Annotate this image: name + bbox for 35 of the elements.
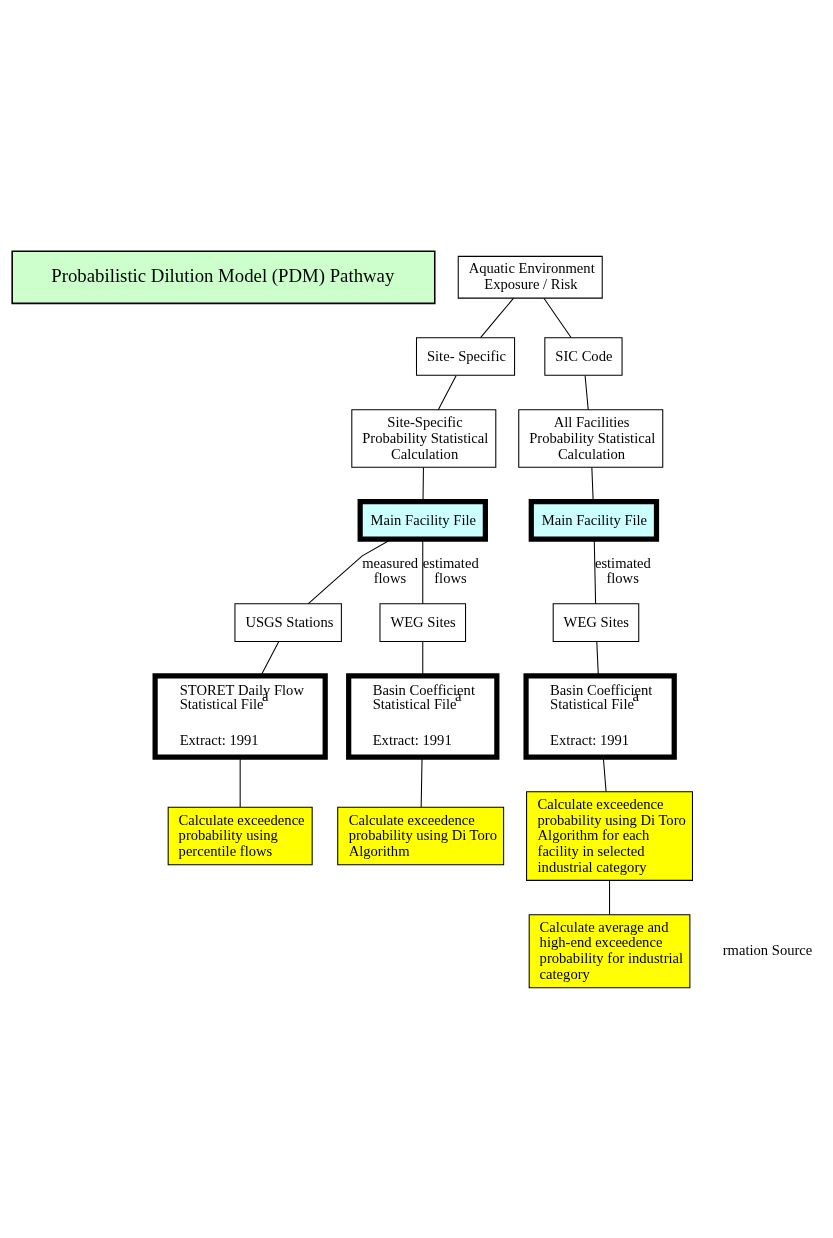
edge-label: measured flows [362, 554, 419, 586]
connector [591, 466, 594, 502]
connector [480, 297, 515, 338]
node-box: Probabilistic Dilution Model (PDM) Pathway [11, 249, 436, 304]
connector [596, 640, 599, 676]
node-box: SIC Code [544, 336, 623, 376]
node-box: Aquatic Environment Exposure / Risk [457, 255, 603, 299]
node-box: All Facilities Probability Statistical Calculation [518, 408, 664, 468]
edge-label: estimated flows [594, 554, 651, 586]
node-box: Main Facility File [528, 498, 660, 542]
connector [602, 756, 607, 792]
connector [260, 640, 280, 676]
connector [593, 538, 597, 604]
node-box: WEG Sites [552, 602, 640, 642]
connector [609, 879, 611, 915]
label: rmation Source [722, 941, 813, 958]
node-box: Calculate average and high-end exceedence probability for industrial category [528, 913, 691, 988]
connector [239, 756, 241, 808]
connector [543, 297, 572, 338]
node-box: Calculate exceedence probability using Di Toro Algorithm for each facility in selected industrial category [526, 790, 693, 881]
node-box: Site- Specific [416, 336, 516, 376]
node-box: Calculate exceedence probability using percentile flows [167, 806, 313, 865]
node-box: WEG Sites [379, 602, 467, 642]
connector [307, 538, 392, 604]
edge-label: estimated flows [422, 554, 479, 586]
connector [422, 538, 424, 604]
connector [437, 374, 457, 410]
connector [422, 640, 424, 676]
connector [584, 374, 589, 410]
node-box: Calculate exceedence probability using Di Toro Algorithm [337, 806, 505, 865]
node-box: Main Facility File [357, 498, 488, 542]
node-box: Site-Specific Probability Statistical Calculation [351, 408, 497, 468]
connector [420, 756, 423, 808]
connector [422, 466, 424, 502]
node-box: USGS Stations [234, 602, 342, 642]
